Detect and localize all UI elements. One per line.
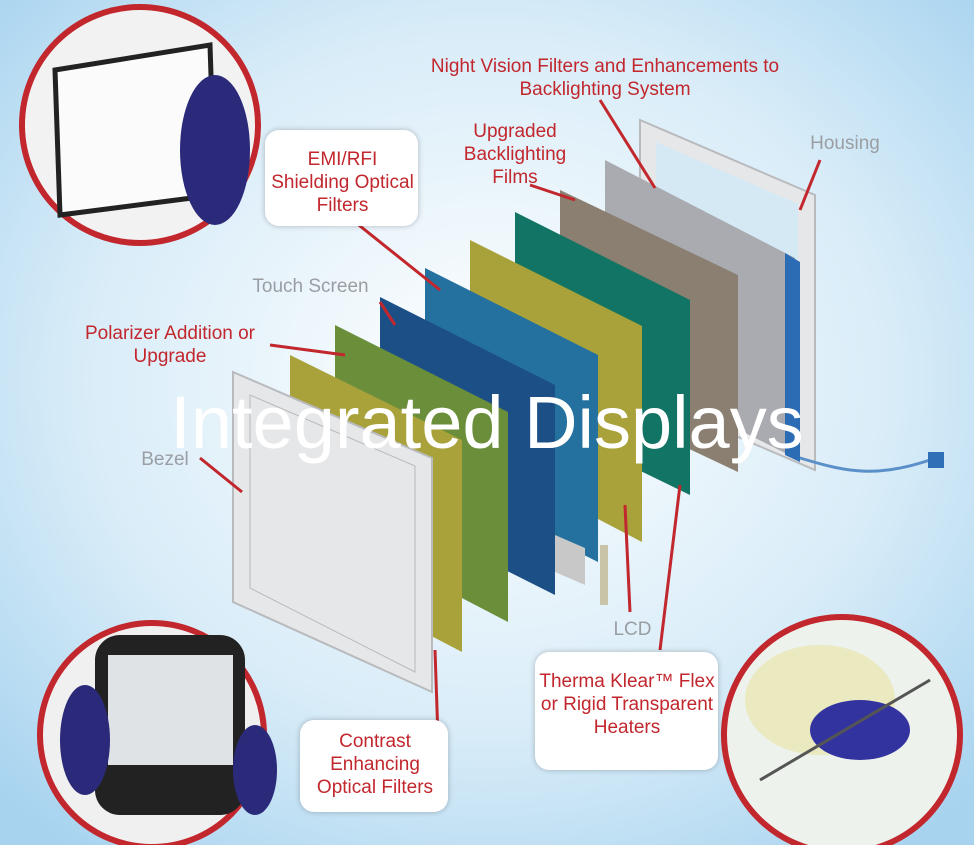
contrast-filter-photo bbox=[37, 620, 277, 845]
label-touch-screen: Touch Screen bbox=[252, 276, 369, 297]
heater-photo bbox=[721, 614, 963, 845]
label-bezel: Bezel bbox=[141, 449, 189, 470]
leader-lines bbox=[199, 99, 822, 739]
label-upgraded-backlighting: Upgraded Backlighting Films bbox=[463, 121, 567, 188]
emi-filter-photo bbox=[19, 4, 261, 246]
label-contrast: Contrast Enhancing Optical Filters bbox=[316, 731, 434, 798]
diagram-title: Integrated Displays bbox=[170, 381, 804, 464]
flex-cable bbox=[555, 535, 585, 585]
label-night-vision: Night Vision Filters and Enhancements to… bbox=[430, 56, 780, 100]
label-therma-klear: Therma Klear™ Flex or Rigid Transparent … bbox=[539, 671, 715, 738]
cable bbox=[789, 453, 931, 473]
bezel-frame bbox=[232, 370, 433, 694]
label-emi-rfi: EMI/RFI Shielding Optical Filters bbox=[271, 149, 414, 216]
label-lcd: LCD bbox=[613, 619, 652, 640]
label-polarizer: Polarizer Addition or Upgrade bbox=[84, 323, 256, 367]
therma-label-box bbox=[535, 652, 718, 770]
lcd-flex-tab bbox=[600, 545, 608, 605]
emi-label-box bbox=[265, 130, 418, 226]
label-housing: Housing bbox=[810, 133, 880, 154]
backlight-edge bbox=[785, 253, 800, 462]
contrast-label-box bbox=[300, 720, 448, 812]
connector bbox=[928, 452, 944, 468]
